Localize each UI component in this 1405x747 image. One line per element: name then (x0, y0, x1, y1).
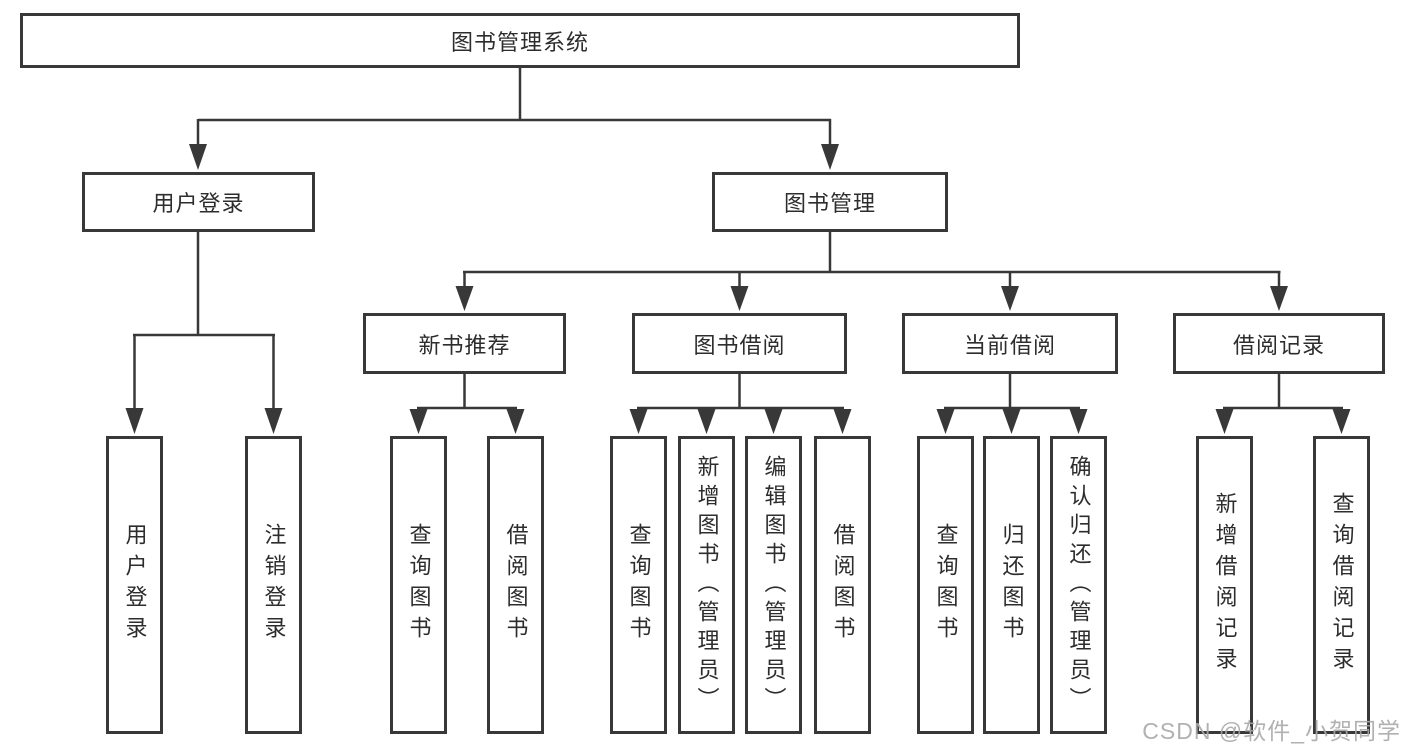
node-label: 图书管理系统 (450, 29, 589, 55)
node-label: 查询借阅记录 (1329, 492, 1355, 678)
leaf-query-books: 查询图书 (917, 436, 974, 734)
node-new-book-recommend: 新书推荐 (363, 313, 566, 374)
node-label: 用户登录 (152, 191, 245, 216)
leaf-user-login: 用户登录 (106, 436, 163, 734)
node-label: 用户登录 (122, 523, 148, 647)
leaf-logout: 注销登录 (245, 436, 302, 734)
leaf-add-books-admin: 新增图书（管理员） (678, 436, 735, 734)
node-label: 查询图书 (626, 523, 652, 647)
node-label: 借阅图书 (503, 523, 529, 647)
leaf-add-borrow-record: 新增借阅记录 (1196, 436, 1253, 734)
node-label: 查询图书 (406, 523, 432, 647)
node-label: 图书借阅 (693, 332, 786, 358)
node-current-borrowing: 当前借阅 (902, 313, 1118, 374)
node-label: 借阅图书 (830, 523, 856, 647)
node-label: 新增借阅记录 (1212, 492, 1238, 678)
leaf-borrow-books: 借阅图书 (814, 436, 871, 734)
leaf-edit-books-admin: 编辑图书（管理员） (745, 436, 802, 734)
leaf-query-books: 查询图书 (390, 436, 447, 734)
node-label: 归还图书 (999, 523, 1025, 647)
node-label: 新书推荐 (418, 332, 511, 358)
node-book-borrowing: 图书借阅 (632, 313, 847, 374)
node-library-system: 图书管理系统 (20, 13, 1020, 68)
leaf-query-books: 查询图书 (610, 436, 667, 734)
leaf-borrow-books: 借阅图书 (487, 436, 544, 734)
node-label: 当前借阅 (963, 332, 1056, 358)
node-label: 注销登录 (261, 523, 287, 647)
leaf-query-borrow-record: 查询借阅记录 (1313, 436, 1370, 734)
node-label: 查询图书 (933, 523, 959, 647)
leaf-return-books: 归还图书 (983, 436, 1040, 734)
csdn-watermark: CSDN @软件_小贺同学 (1142, 718, 1401, 744)
node-borrowing-records: 借阅记录 (1173, 313, 1385, 374)
leaf-confirm-return-admin: 确认归还（管理员） (1050, 436, 1107, 734)
node-label: 借阅记录 (1232, 332, 1325, 358)
node-user-login: 用户登录 (82, 172, 315, 232)
node-label: 确认归还（管理员） (1066, 454, 1092, 716)
node-label: 图书管理 (783, 191, 876, 216)
node-label: 新增图书（管理员） (694, 454, 720, 716)
node-book-management: 图书管理 (712, 172, 948, 232)
node-label: 编辑图书（管理员） (761, 454, 787, 716)
